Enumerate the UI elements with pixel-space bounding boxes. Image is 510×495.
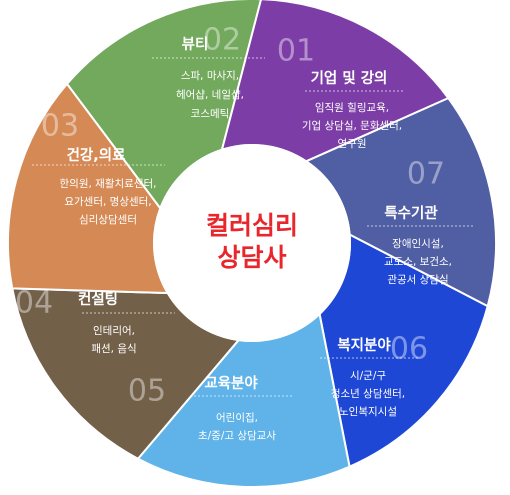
segment-title: 교육분야 — [204, 375, 258, 392]
segment-description-line: 헤어샵, 네일샵, — [176, 88, 244, 101]
segment-description-line: 요가센터, 명상센터, — [64, 196, 151, 208]
segment-description-line: 스파, 마사지, — [181, 70, 239, 82]
segment-title: 뷰티 — [182, 36, 209, 53]
segment-number: 01 — [277, 34, 315, 69]
segment-description-line: 장애인시설, — [392, 238, 444, 250]
segment-number: 05 — [128, 374, 166, 409]
segment-number: 06 — [390, 332, 428, 367]
segment-description-line: 시/군/구 — [350, 370, 386, 382]
segment-description-line: 코스메틱 — [191, 108, 230, 120]
segment-title: 기업 및 강의 — [311, 69, 388, 87]
center-title-line: 컬러심리 — [206, 211, 298, 240]
segment-number: 07 — [407, 157, 445, 192]
segment-description-line: 연구원 — [338, 138, 367, 150]
segment-description-line: 기업 상담실, 문화센터, — [302, 119, 402, 132]
center-title-line: 상담사 — [217, 243, 286, 272]
center-circle — [153, 144, 351, 342]
segment-description-line: 어린이집, — [216, 412, 258, 424]
segment-number: 02 — [203, 23, 241, 58]
segment-number: 04 — [15, 286, 53, 321]
segment-description-line: 인테리어, — [93, 325, 135, 337]
segment-description-line: 관공서 상담실 — [387, 274, 448, 286]
segment-description-line: 심리상담센터 — [79, 214, 137, 226]
segment-number: 03 — [41, 109, 79, 144]
segment-title: 컨설팅 — [78, 290, 118, 308]
segment-title: 복지분야 — [337, 337, 391, 354]
segment-description-line: 초/중/고 상담교사 — [198, 430, 276, 442]
segment-description-line: 임직원 힐링교육, — [315, 101, 389, 114]
segment-description-line: 교도소, 보건소, — [384, 256, 452, 268]
segment-description-line: 노인복지시설 — [339, 406, 397, 418]
segment-title: 특수기관 — [384, 205, 438, 222]
segment-title: 건강,의료 — [67, 146, 126, 164]
segment-description-line: 청소년 상담센터, — [331, 388, 405, 400]
segment-description-line: 패션, 음식 — [91, 343, 136, 355]
segment-description-line: 한의원, 재활치료센터, — [60, 177, 157, 190]
